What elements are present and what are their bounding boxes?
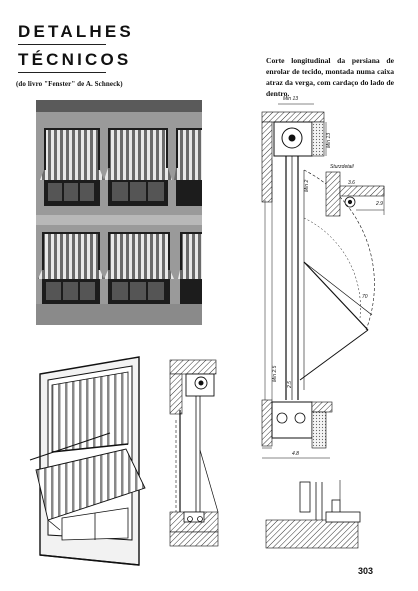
dim-min2: Min 2 xyxy=(304,180,310,192)
window-perspective-drawing xyxy=(29,356,146,566)
longitudinal-section-drawing xyxy=(261,103,385,549)
dim-4-8: 4.8 xyxy=(292,451,299,457)
title-rule xyxy=(18,44,106,46)
title-line-2: TÉCNICOS xyxy=(18,50,132,69)
page-number: 303 xyxy=(358,566,374,576)
dim-2-5: 2.5 xyxy=(287,381,293,389)
title-line-1: DETALHES xyxy=(18,22,134,41)
facade-photo xyxy=(36,100,202,325)
caption-text: Corte longitudinal da persiana de enrola… xyxy=(266,56,394,98)
dim-min13-side: Min 13 xyxy=(326,133,332,148)
dim-2-9: 2.9 xyxy=(375,201,383,207)
small-section-drawing xyxy=(169,359,219,547)
title-rule xyxy=(18,72,106,74)
source-note: (do livro "Fenster" de A. Schneck) xyxy=(16,80,123,88)
dim-3-6: 3.6 xyxy=(348,180,355,186)
label-sturzdetail: Sturzdetail xyxy=(330,164,355,170)
dim-70: 70 xyxy=(362,294,368,300)
dim-min2-5: Min 2.5 xyxy=(272,365,278,382)
dim-min13-top: Min 13 xyxy=(283,96,298,102)
